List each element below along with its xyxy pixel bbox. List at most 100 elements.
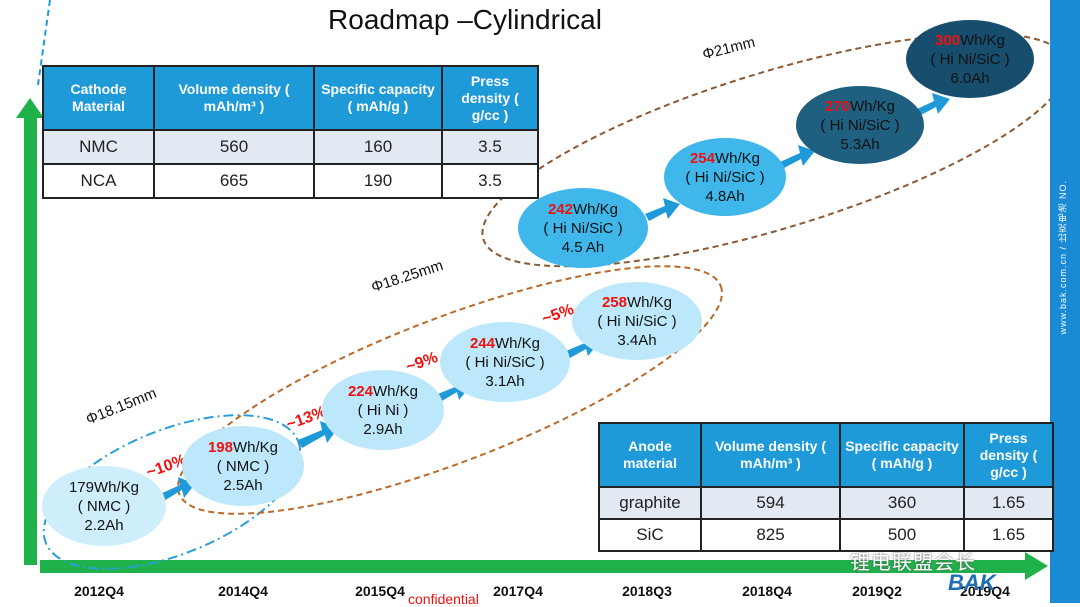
chemistry-label: ( Hi Ni/SiC ) xyxy=(465,353,545,371)
energy-density-value: 300 xyxy=(934,31,960,49)
chemistry-label: ( Hi Ni/SiC ) xyxy=(543,219,623,237)
roadmap-node: 242Wh/Kg ( Hi Ni/SiC ) 4.5 Ah xyxy=(518,188,648,268)
table-row: NCA 665 190 3.5 xyxy=(42,163,539,199)
timeline-label: 2014Q4 xyxy=(218,583,268,599)
arrow-5 xyxy=(645,198,680,221)
y-axis-arrowhead xyxy=(16,98,44,118)
page-title: Roadmap –Cylindrical xyxy=(328,4,602,35)
energy-density-value: 244 xyxy=(469,334,495,352)
timeline-label: 2012Q4 xyxy=(74,583,124,599)
energy-density-unit: Wh/Kg xyxy=(627,293,673,311)
timeline-label: 2019Q4 xyxy=(960,583,1010,599)
energy-density-unit: Wh/Kg xyxy=(960,31,1006,49)
table-row: SiC 825 500 1.65 xyxy=(598,518,1054,552)
arrow-7 xyxy=(915,93,950,116)
capacity-label: 3.1Ah xyxy=(485,372,525,390)
cathode-header: Volume density ( mAh/m³ ) xyxy=(153,65,315,131)
table-cell: 160 xyxy=(313,129,443,165)
arrow-1 xyxy=(158,477,195,502)
capacity-label: 2.9Ah xyxy=(363,420,403,438)
table-cell: 1.65 xyxy=(963,486,1054,520)
energy-density-value: 242 xyxy=(547,200,573,218)
table-cell: 3.5 xyxy=(441,163,539,199)
table-cell: 594 xyxy=(700,486,841,520)
anode-header: Volume density ( mAh/m³ ) xyxy=(700,422,841,488)
capacity-label: 2.2Ah xyxy=(84,516,124,534)
capacity-label: 6.0Ah xyxy=(950,69,990,87)
energy-density-unit: Wh/Kg xyxy=(233,438,279,456)
timeline-label: 2018Q4 xyxy=(742,583,792,599)
roadmap-node: 198Wh/Kg ( NMC ) 2.5Ah xyxy=(182,426,304,506)
chemistry-label: ( Hi Ni/SiC ) xyxy=(685,168,765,186)
energy-density-unit: Wh/Kg xyxy=(495,334,541,352)
confidential-mark: confidential xyxy=(408,591,479,607)
table-cell: 3.5 xyxy=(441,129,539,165)
roadmap-node: 300Wh/Kg ( Hi Ni/SiC ) 6.0Ah xyxy=(906,20,1034,98)
table-cell: SiC xyxy=(598,518,702,552)
timeline-label: 2017Q4 xyxy=(493,583,543,599)
timeline-label: 2015Q4 xyxy=(355,583,405,599)
table-cell: 360 xyxy=(839,486,965,520)
chemistry-label: ( NMC ) xyxy=(77,497,131,515)
timeline-label: 2018Q3 xyxy=(622,583,672,599)
capacity-label: 3.4Ah xyxy=(617,331,657,349)
x-axis xyxy=(40,560,1030,573)
table-cell: 665 xyxy=(153,163,315,199)
energy-density-value: 258 xyxy=(601,293,627,311)
roadmap-node: 224Wh/Kg ( Hi Ni ) 2.9Ah xyxy=(322,370,444,450)
energy-density-value: 270 xyxy=(824,97,850,115)
cathode-header: Cathode Material xyxy=(42,65,155,131)
energy-density-unit: Wh/Kg xyxy=(715,149,761,167)
table-cell: 1.65 xyxy=(963,518,1054,552)
x-axis-arrowhead xyxy=(1025,552,1048,580)
table-cell: NCA xyxy=(42,163,155,199)
table-cell: NMC xyxy=(42,129,155,165)
capacity-label: 4.5 Ah xyxy=(561,238,605,256)
chemistry-label: ( NMC ) xyxy=(216,457,270,475)
anode-table: Anode material Volume density ( mAh/m³ )… xyxy=(598,422,1054,552)
table-cell: 825 xyxy=(700,518,841,552)
table-cell: 190 xyxy=(313,163,443,199)
energy-density-unit: Wh/Kg xyxy=(373,382,419,400)
roadmap-node: 254Wh/Kg ( Hi Ni/SiC ) 4.8Ah xyxy=(664,138,786,216)
chemistry-label: ( Hi Ni/SiC ) xyxy=(597,312,677,330)
roadmap-node: 270Wh/Kg ( Hi Ni/SiC ) 5.3Ah xyxy=(796,86,924,164)
anode-header: Press density ( g/cc ) xyxy=(963,422,1054,488)
watermark: 锂电联盟会长 xyxy=(850,552,976,574)
table-row: graphite 594 360 1.65 xyxy=(598,486,1054,520)
brand-strip-text: www.bak.com.cn / 比克电池 NO. xyxy=(1058,180,1068,335)
energy-density-value: 179 xyxy=(68,478,94,496)
capacity-label: 5.3Ah xyxy=(840,135,880,153)
arrow-6 xyxy=(780,145,815,168)
chemistry-label: ( Hi Ni/SiC ) xyxy=(930,50,1010,68)
energy-density-value: 254 xyxy=(689,149,715,167)
roadmap-node: 179Wh/Kg ( NMC ) 2.2Ah xyxy=(42,466,166,546)
y-axis xyxy=(24,115,37,565)
table-cell: graphite xyxy=(598,486,702,520)
anode-header: Specific capacity ( mAh/g ) xyxy=(839,422,965,488)
bak-logo: BAK xyxy=(948,570,996,595)
energy-density-unit: Wh/Kg xyxy=(850,97,896,115)
energy-density-value: 198 xyxy=(207,438,233,456)
table-row: NMC 560 160 3.5 xyxy=(42,129,539,165)
timeline-label: 2019Q2 xyxy=(852,583,902,599)
roadmap-node: 244Wh/Kg ( Hi Ni/SiC ) 3.1Ah xyxy=(440,322,570,402)
brand-strip xyxy=(1050,0,1080,603)
energy-density-unit: Wh/Kg xyxy=(94,478,140,496)
roadmap-node: 258Wh/Kg ( Hi Ni/SiC ) 3.4Ah xyxy=(572,282,702,360)
cathode-header: Specific capacity ( mAh/g ) xyxy=(313,65,443,131)
cathode-header: Press density ( g/cc ) xyxy=(441,65,539,131)
capacity-label: 4.8Ah xyxy=(705,187,745,205)
group-ellipse-18-15 xyxy=(42,414,302,570)
capacity-label: 2.5Ah xyxy=(223,476,263,494)
group-ellipse-18-25 xyxy=(177,265,723,515)
table-cell: 560 xyxy=(153,129,315,165)
anode-header: Anode material xyxy=(598,422,702,488)
energy-density-unit: Wh/Kg xyxy=(573,200,619,218)
table-cell: 500 xyxy=(839,518,965,552)
chemistry-label: ( Hi Ni ) xyxy=(357,401,409,419)
energy-density-value: 224 xyxy=(347,382,373,400)
guide-line xyxy=(37,0,51,86)
cathode-table: Cathode Material Volume density ( mAh/m³… xyxy=(42,65,539,199)
